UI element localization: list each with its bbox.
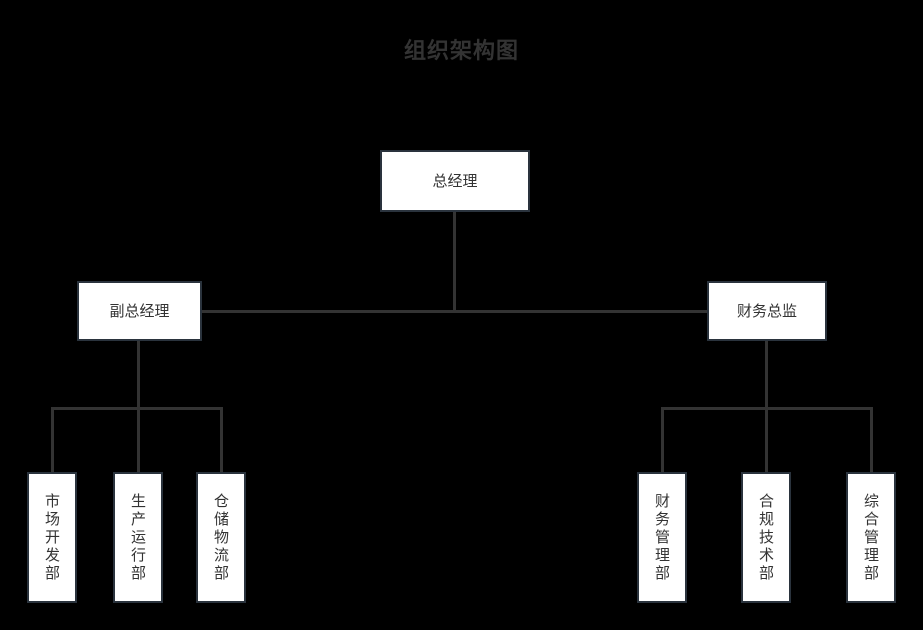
node-dept6-label: 综合管理部 bbox=[862, 492, 880, 583]
connector-level1-bus bbox=[202, 310, 708, 313]
connector-vp-down bbox=[137, 341, 140, 410]
connector-left-drop-1 bbox=[51, 407, 54, 473]
connector-ceo-down bbox=[453, 211, 456, 313]
node-dept-warehouse-logistics[interactable]: 仓储物流部 bbox=[196, 472, 246, 603]
node-dept-production-operations[interactable]: 生产运行部 bbox=[113, 472, 163, 603]
node-dept-compliance-technology[interactable]: 合规技术部 bbox=[741, 472, 791, 603]
connector-cfo-down bbox=[765, 341, 768, 410]
node-dept-general-management[interactable]: 综合管理部 bbox=[846, 472, 896, 603]
node-dept-market-development[interactable]: 市场开发部 bbox=[27, 472, 77, 603]
node-dept5-label: 合规技术部 bbox=[757, 492, 775, 583]
node-vp[interactable]: 副总经理 bbox=[77, 281, 202, 341]
connector-left-drop-2 bbox=[137, 407, 140, 473]
node-ceo[interactable]: 总经理 bbox=[380, 150, 530, 212]
connector-left-drop-3 bbox=[220, 407, 223, 473]
node-dept1-label: 市场开发部 bbox=[43, 492, 61, 583]
node-dept4-label: 财务管理部 bbox=[653, 492, 671, 583]
node-vp-label: 副总经理 bbox=[109, 302, 170, 320]
node-cfo-label: 财务总监 bbox=[736, 302, 797, 320]
node-dept2-label: 生产运行部 bbox=[129, 492, 147, 583]
node-ceo-label: 总经理 bbox=[432, 172, 478, 190]
connector-right-drop-1 bbox=[661, 407, 664, 473]
page-title: 组织架构图 bbox=[403, 39, 519, 64]
connector-right-drop-3 bbox=[870, 407, 873, 473]
node-dept-financial-management[interactable]: 财务管理部 bbox=[637, 472, 687, 603]
node-cfo[interactable]: 财务总监 bbox=[707, 281, 827, 341]
node-dept3-label: 仓储物流部 bbox=[212, 492, 230, 583]
connector-right-drop-2 bbox=[765, 407, 768, 473]
